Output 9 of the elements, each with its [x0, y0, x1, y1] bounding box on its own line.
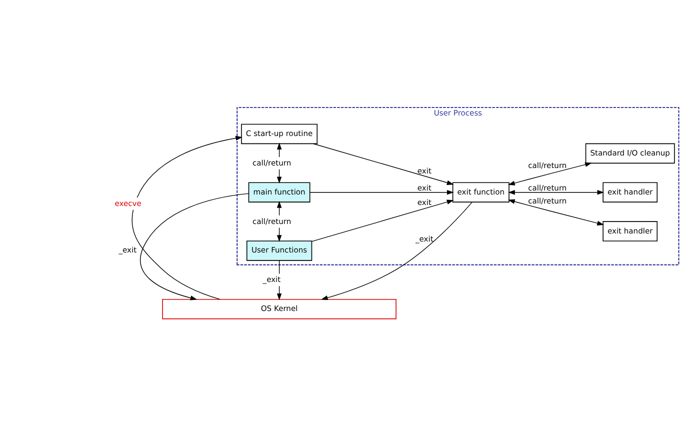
arrow: [320, 201, 472, 300]
arrow: [508, 189, 604, 194]
arrow: [508, 198, 604, 225]
arrow: [313, 142, 454, 184]
arrow: [310, 189, 454, 194]
arrow: [508, 162, 592, 185]
arrow: [311, 199, 454, 242]
arrow: [132, 135, 242, 300]
arrow: [140, 192, 250, 300]
